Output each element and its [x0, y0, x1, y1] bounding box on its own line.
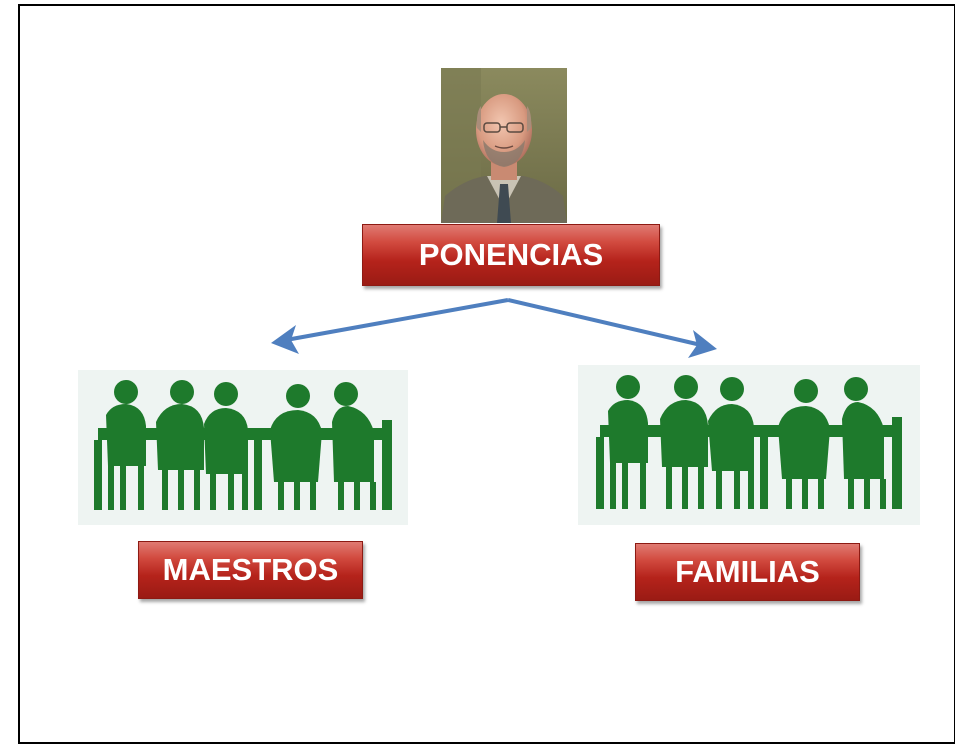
- familias-text: FAMILIAS: [675, 554, 820, 589]
- familias-label: FAMILIAS: [635, 543, 860, 601]
- speaker-photo: [441, 68, 567, 223]
- connector-arrows: [271, 298, 717, 358]
- ponencias-text: PONENCIAS: [418, 237, 604, 272]
- maestros-text: MAESTROS: [162, 552, 339, 587]
- teachers-group-icon: [78, 370, 408, 525]
- arrowhead-right-icon: [688, 330, 717, 358]
- arrowhead-left-icon: [271, 325, 299, 354]
- families-group-icon: [578, 365, 920, 525]
- ponencias-label: PONENCIAS: [362, 224, 660, 286]
- arrow-to-familias: [507, 298, 702, 347]
- arrow-to-maestros: [285, 298, 509, 342]
- maestros-label: MAESTROS: [138, 541, 363, 599]
- slide: PONENCIAS: [18, 4, 955, 744]
